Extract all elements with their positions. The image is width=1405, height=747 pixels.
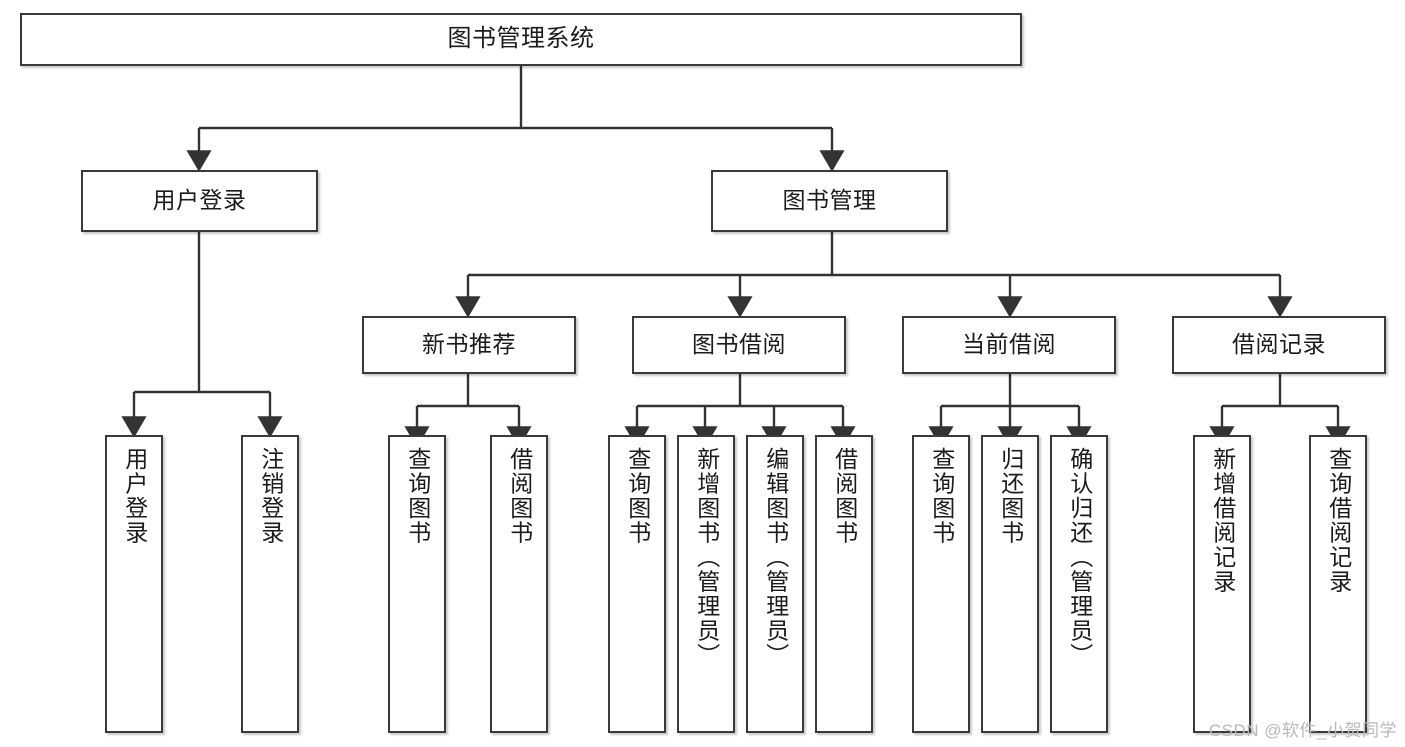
leaf-record-add[interactable]: 新增借阅记录	[1193, 435, 1251, 733]
leaf-user-login-logout[interactable]: 注销登录	[241, 435, 299, 733]
node-current-borrow-label: 当前借阅	[962, 331, 1056, 358]
leaf-borrow-query-book[interactable]: 查询图书	[608, 435, 666, 733]
node-borrow-record-label: 借阅记录	[1232, 331, 1326, 358]
leaf-current-confirm-return[interactable]: 确认归还（管理员）	[1050, 435, 1108, 733]
leaf-current-return-book[interactable]: 归还图书	[981, 435, 1039, 733]
leaf-user-login-login-label: 用户登录	[121, 447, 148, 545]
leaf-borrow-edit-book[interactable]: 编辑图书（管理员）	[746, 435, 804, 733]
node-root-label: 图书管理系统	[447, 25, 595, 53]
leaf-borrow-edit-book-label: 编辑图书（管理员）	[762, 447, 789, 668]
leaf-borrow-add-book-label: 新增图书（管理员）	[693, 447, 720, 668]
leaf-new-book-query-label: 查询图书	[404, 447, 431, 545]
leaf-record-query[interactable]: 查询借阅记录	[1309, 435, 1367, 733]
node-user-login[interactable]: 用户登录	[81, 170, 318, 232]
node-root[interactable]: 图书管理系统	[20, 13, 1022, 66]
node-borrow-record[interactable]: 借阅记录	[1172, 316, 1386, 374]
leaf-user-login-logout-label: 注销登录	[257, 447, 284, 545]
node-user-login-label: 用户登录	[152, 187, 247, 214]
watermark: CSDN @软件_小贺同学	[1208, 721, 1397, 740]
leaf-current-return-book-label: 归还图书	[997, 447, 1024, 545]
leaf-current-confirm-return-label: 确认归还（管理员）	[1066, 447, 1093, 668]
leaf-borrow-borrow-book-label: 借阅图书	[831, 447, 858, 545]
leaf-new-book-borrow[interactable]: 借阅图书	[490, 435, 548, 733]
node-book-borrow-label: 图书借阅	[692, 331, 786, 358]
node-book-management-label: 图书管理	[782, 187, 877, 214]
node-new-book-recommend[interactable]: 新书推荐	[362, 316, 576, 374]
leaf-user-login-login[interactable]: 用户登录	[105, 435, 163, 733]
node-new-book-recommend-label: 新书推荐	[422, 331, 516, 358]
node-book-borrow[interactable]: 图书借阅	[632, 316, 846, 374]
leaf-record-add-label: 新增借阅记录	[1209, 447, 1236, 594]
leaf-current-query-book[interactable]: 查询图书	[912, 435, 970, 733]
leaf-new-book-query[interactable]: 查询图书	[388, 435, 446, 733]
node-book-management[interactable]: 图书管理	[711, 170, 948, 232]
leaf-borrow-borrow-book[interactable]: 借阅图书	[815, 435, 873, 733]
leaf-borrow-query-book-label: 查询图书	[624, 447, 651, 545]
leaf-borrow-add-book[interactable]: 新增图书（管理员）	[677, 435, 735, 733]
leaf-new-book-borrow-label: 借阅图书	[506, 447, 533, 545]
leaf-record-query-label: 查询借阅记录	[1325, 447, 1352, 594]
node-current-borrow[interactable]: 当前借阅	[902, 316, 1116, 374]
leaf-current-query-book-label: 查询图书	[928, 447, 955, 545]
